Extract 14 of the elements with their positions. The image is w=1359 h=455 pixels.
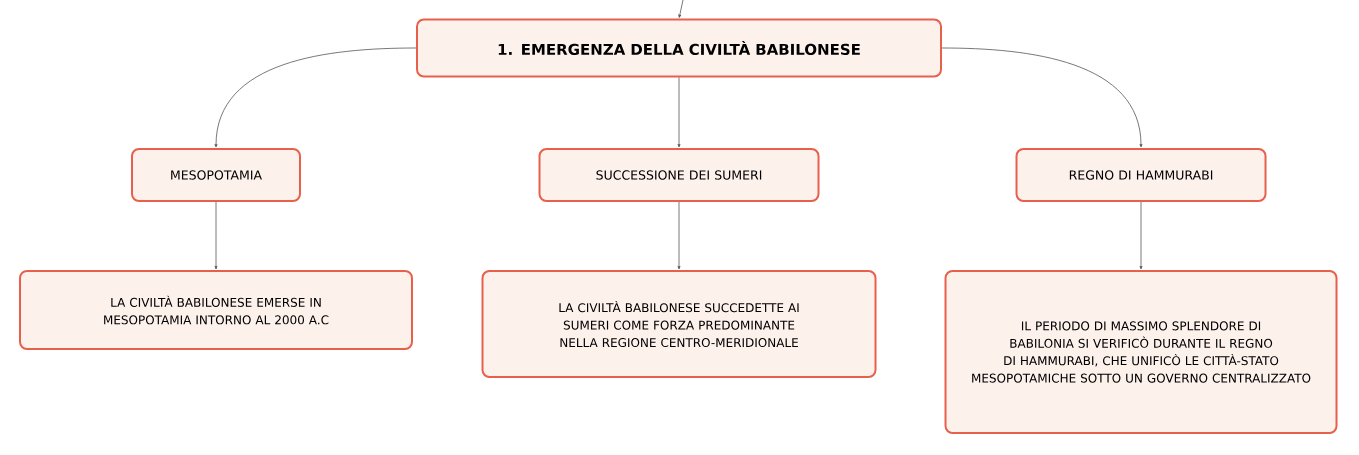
description-box: IL PERIODO DI MASSIMO SPLENDORE DI BABILONIA SI VERIFICÒ DURANTE IL REGNO DI HAMMURABI, CHE UNIFICÒ LE CITTÀ-STATO MESOPOTAMICHE SOTTO UN GOVERNO CENTRALIZZATO: [944, 270, 1338, 434]
title-box: 1. EMERGENZA DELLA CIVILTÀ BABILONESE: [416, 18, 942, 78]
topic-box: SUCCESSIONE DEI SUMERI: [538, 148, 820, 202]
arrow: [677, 201, 681, 270]
arrow: [678, 0, 684, 18]
description-box: LA CIVILTÀ BABILONESE SUCCEDETTE AI SUMERI COME FORZA PREDOMINANTE NELLA REGIONE CENTRO-MERIDIONALE: [481, 270, 877, 378]
arrow: [941, 47, 1143, 148]
arrow: [214, 47, 417, 148]
topic-box: REGNO DI HAMMURABI: [1015, 148, 1267, 202]
arrow: [214, 201, 218, 270]
arrow: [677, 77, 681, 148]
arrow: [1139, 201, 1143, 270]
description-box: LA CIVILTÀ BABILONESE EMERSE IN MESOPOTAMIA INTORNO AL 2000 A.C: [19, 270, 413, 350]
topic-box: MESOPOTAMIA: [131, 148, 301, 202]
